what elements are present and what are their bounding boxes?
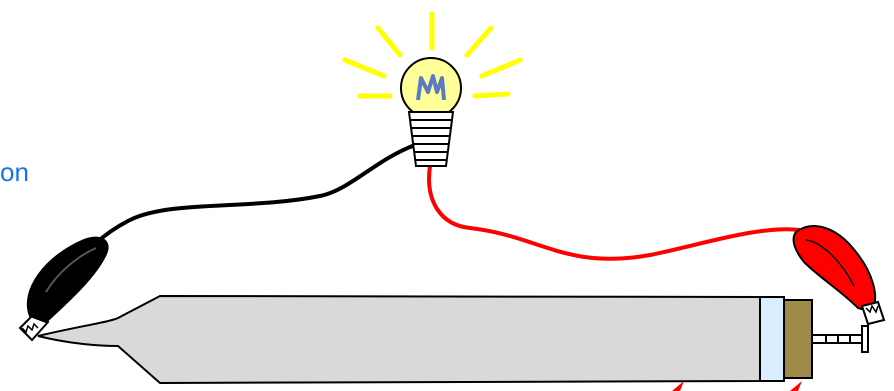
clip-teeth: [865, 304, 879, 314]
ray: [342, 57, 387, 79]
clip-highlight: [45, 247, 97, 293]
light-rays: [342, 11, 523, 99]
red-alligator-clip-icon: [792, 225, 886, 326]
red-arrow-tip: [672, 381, 684, 391]
partial-label: on: [0, 157, 29, 187]
bulb-filament: [416, 74, 446, 101]
clip-body: [26, 236, 109, 324]
bulb-base-threads: [410, 119, 452, 161]
red-arrow-tip: [790, 381, 802, 391]
red-wire: [427, 165, 801, 261]
tube-body: [37, 294, 761, 385]
clip-jaw: [860, 300, 886, 326]
plunger-rod-ridges: [825, 335, 851, 343]
tube: [37, 294, 869, 391]
plunger: [783, 299, 813, 379]
ray: [472, 91, 511, 99]
black-wire: [90, 143, 416, 248]
rod-end: [861, 325, 869, 353]
clip-highlight: [805, 239, 855, 287]
black-alligator-clip-icon: [18, 236, 109, 342]
ray: [464, 25, 494, 58]
ray: [479, 57, 523, 79]
light-bulb-icon: [400, 57, 462, 167]
tube-cap: [759, 296, 785, 382]
clip-teeth: [21, 322, 39, 334]
ray: [375, 25, 403, 58]
